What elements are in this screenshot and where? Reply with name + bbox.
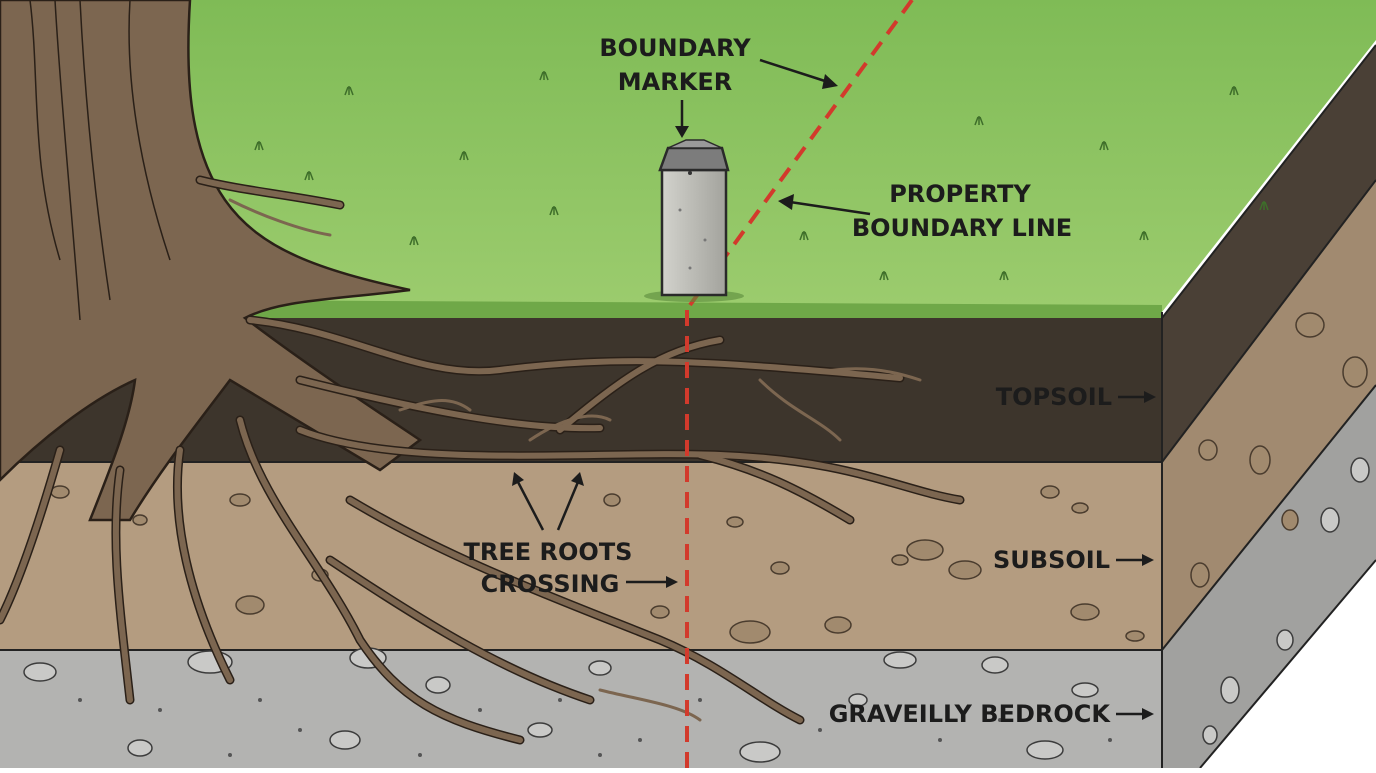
- subsoil-layer: [0, 462, 1162, 650]
- boundary-marker-label-line1: BOUNDARY: [599, 34, 751, 62]
- topsoil-side-face: [1162, 45, 1376, 462]
- topsoil-label: TOPSOIL: [996, 383, 1112, 411]
- tree-roots-label-line2: CROSSING: [481, 570, 620, 598]
- leader-arrows: [512, 58, 1156, 720]
- property-boundary-line-label-line2: BOUNDARY LINE: [852, 214, 1072, 242]
- bedrock-speckles: [78, 698, 1112, 757]
- tree-trunk-icon: [0, 0, 423, 522]
- subsoil-side-face: [1162, 180, 1376, 650]
- tree: [0, 0, 423, 522]
- tree-roots-label-line1: TREE ROOTS: [464, 538, 633, 566]
- boundary-marker-label-line2: MARKER: [618, 68, 732, 96]
- subsoil-pebbles: [50, 312, 1368, 644]
- grass-tufts: [254, 71, 1269, 281]
- concrete-post-icon: [644, 139, 744, 302]
- bedrock-pebbles: [23, 457, 1370, 763]
- subsoil-label: SUBSOIL: [993, 546, 1110, 574]
- tree-roots: [0, 175, 965, 745]
- bedrock-side-face: [1162, 385, 1376, 768]
- property-boundary-line-label-line1: PROPERTY: [889, 180, 1031, 208]
- bedrock-label: GRAVEILLY BEDROCK: [829, 700, 1112, 728]
- grass-edge: [200, 300, 1162, 322]
- layer-outlines: [0, 44, 1376, 769]
